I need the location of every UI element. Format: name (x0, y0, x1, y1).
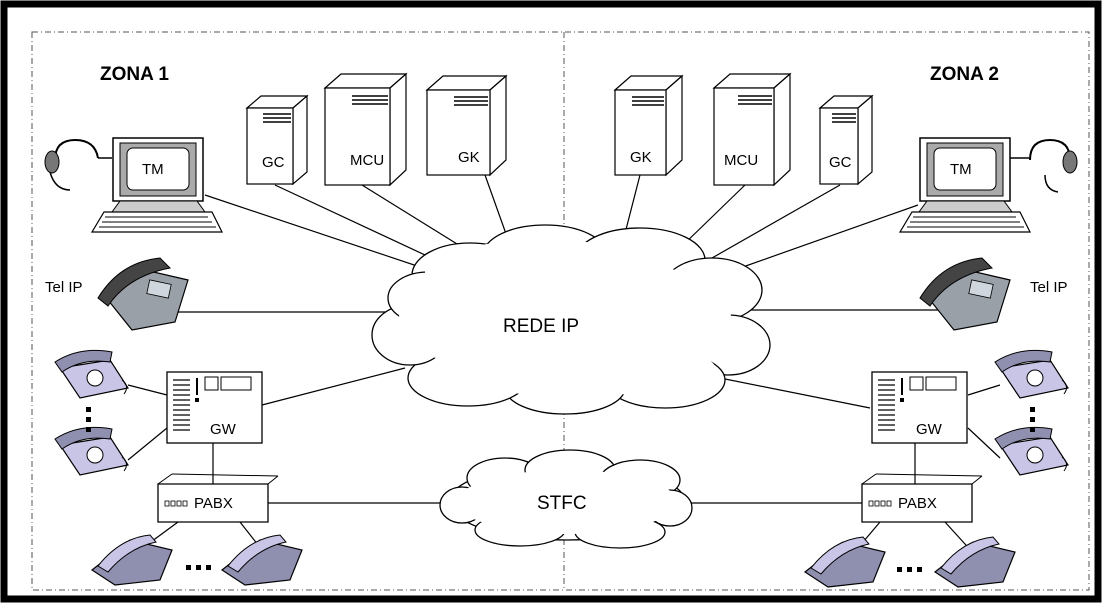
digital-phone-left-2 (220, 534, 303, 586)
server-gc-right-label: GC (829, 154, 852, 171)
zone-2-label: ZONA 2 (930, 64, 999, 85)
server-gc-left: GC (245, 94, 309, 186)
server-mcu-left-label: MCU (350, 152, 384, 169)
ellipsis-vertical-right (1030, 407, 1035, 432)
link-mcu-right (679, 184, 746, 249)
ip-phone-right (919, 257, 1011, 331)
link-gw-left (261, 367, 406, 406)
gateway-right-label: GW (916, 421, 943, 438)
digital-phone-right-2 (933, 536, 1016, 588)
pabx-left: PABX (157, 473, 279, 523)
ellipsis-horizontal-right (897, 567, 922, 572)
server-gk-left-label: GK (458, 149, 480, 166)
cloud-rede-ip: REDE IP (371, 224, 771, 415)
server-gk-left: GK (425, 74, 508, 177)
server-gk-right: GK (613, 74, 684, 177)
pabx-right-label: PABX (898, 495, 937, 512)
ellipsis-horizontal-left (186, 565, 211, 570)
server-gk-right-label: GK (630, 149, 652, 166)
ip-phone-left (97, 257, 189, 331)
pabx-left-label: PABX (194, 495, 233, 512)
zone-1-label: ZONA 1 (100, 64, 169, 85)
link-mcu-left (361, 184, 471, 253)
analog-phone-right-bottom (994, 426, 1069, 476)
gateway-left-label: GW (210, 421, 237, 438)
pabx-right: PABX (861, 473, 983, 523)
cloud-rede-ip-label: REDE IP (503, 316, 579, 337)
gateway-left: GW (166, 371, 263, 444)
gateway-right: GW (871, 371, 968, 444)
link-gc-right (711, 184, 841, 259)
analog-phone-left-top (54, 349, 129, 399)
server-mcu-right: MCU (712, 72, 792, 187)
headset-icon (1029, 138, 1071, 161)
terminal-tm-right-label: TM (950, 161, 972, 178)
ellipsis-vertical-left (86, 407, 91, 432)
server-mcu-right-label: MCU (724, 152, 758, 169)
cloud-stfc: STFC (439, 449, 693, 549)
server-mcu-left: MCU (323, 72, 408, 187)
headset-icon (54, 138, 99, 161)
terminal-tm-left: TM (44, 137, 223, 233)
link-tm-left (204, 194, 436, 273)
cloud-stfc-label: STFC (537, 493, 587, 514)
analog-phone-left-bottom (54, 426, 129, 476)
terminal-tm-left-label: TM (142, 161, 164, 178)
link-gc-left (274, 184, 441, 263)
ip-phone-right-label: Tel IP (1030, 279, 1068, 296)
analog-phone-right-top (994, 349, 1069, 399)
digital-phone-left-1 (90, 534, 173, 586)
link-gw-phone-l2 (127, 427, 168, 461)
link-gw-phone-r1 (967, 384, 1001, 396)
link-gw-phone-l1 (127, 384, 168, 396)
link-gw-phone-r2 (967, 427, 1001, 459)
connection-lines (127, 174, 1001, 556)
server-gc-right: GC (818, 94, 874, 186)
ip-phone-left-label: Tel IP (45, 279, 83, 296)
link-gw-right (719, 377, 871, 409)
terminal-tm-right: TM (898, 137, 1078, 233)
digital-phone-right-1 (803, 536, 886, 588)
zone-border (31, 31, 1090, 591)
server-gc-left-label: GC (262, 154, 285, 171)
link-tm-right (739, 204, 919, 269)
